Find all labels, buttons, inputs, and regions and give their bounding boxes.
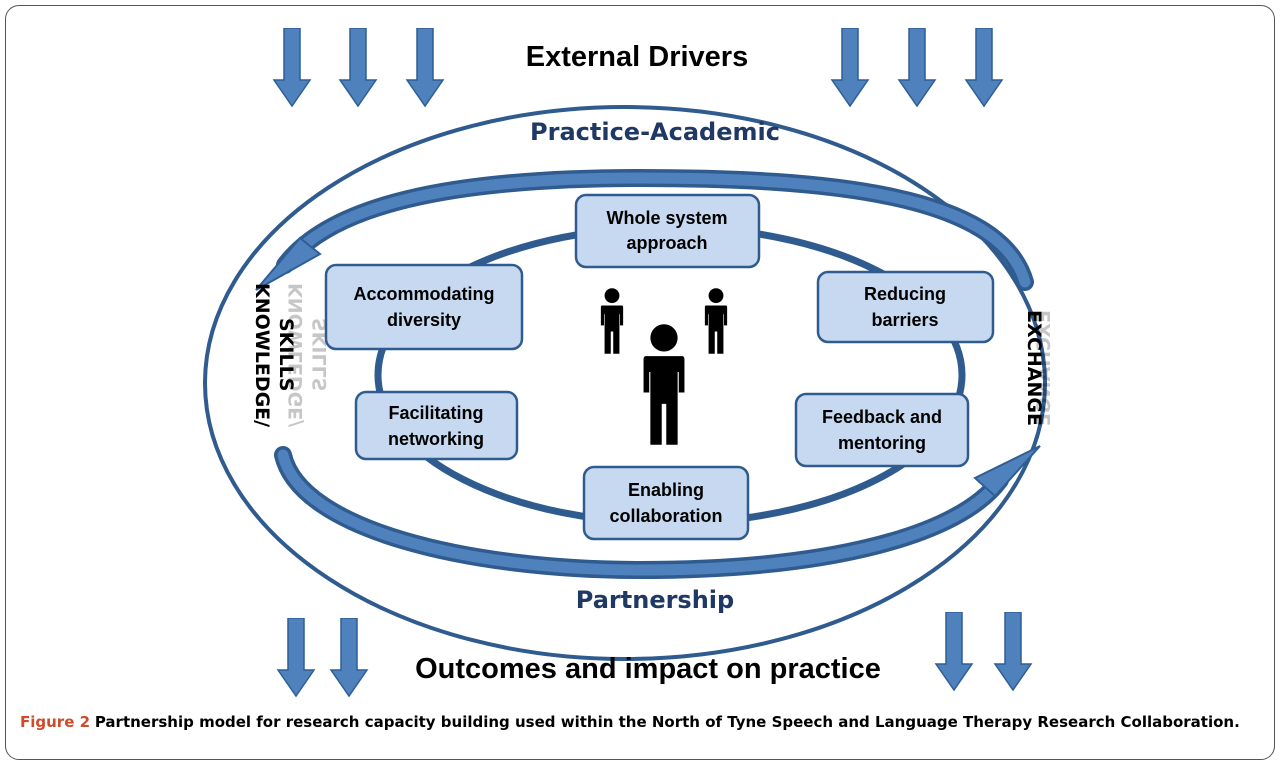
- box-feedback-mentoring: Feedback and mentoring: [794, 392, 970, 468]
- exchange-cycle: [255, 168, 1041, 580]
- svg-text:Facilitating: Facilitating: [388, 403, 483, 423]
- arrow-down-icon: [277, 618, 315, 697]
- svg-text:collaboration: collaboration: [609, 506, 722, 526]
- arrow-down-icon: [339, 28, 377, 107]
- svg-text:mentoring: mentoring: [838, 433, 926, 453]
- svg-text:Whole system: Whole system: [606, 208, 727, 228]
- external-drivers-title: External Drivers: [526, 41, 748, 73]
- outer-ring-top-label: Practice-Academic: [530, 118, 780, 146]
- arrow-down-icon: [406, 28, 444, 107]
- arrow-down-icon: [965, 28, 1003, 107]
- figure-caption: Figure 2 Partnership model for research …: [20, 712, 1260, 733]
- arrow-down-icon: [994, 612, 1032, 691]
- svg-text:SKILLS: SKILLS: [275, 318, 297, 391]
- person-icon: [704, 288, 728, 354]
- box-reducing-barriers: Reducing barriers: [816, 270, 995, 344]
- curved-arrow-icon: [255, 236, 322, 291]
- person-icon: [600, 288, 624, 354]
- box-enabling-collaboration: Enabling collaboration: [582, 465, 750, 541]
- figure-caption-text: Partnership model for research capacity …: [94, 713, 1240, 731]
- figure-frame: [5, 5, 1275, 760]
- knowledge-skills-label: KNOWLEDGE/ SKILLS KNOWLEDGE/ SKILLS: [251, 283, 331, 427]
- arrow-down-icon: [831, 28, 869, 107]
- svg-text:barriers: barriers: [871, 310, 938, 330]
- svg-text:EXCHANGE: EXCHANGE: [1033, 310, 1055, 426]
- arrow-down-icon: [330, 618, 368, 697]
- partnership-diagram: External Drivers Practice-Academic Partn…: [203, 28, 1055, 697]
- svg-text:Enabling: Enabling: [628, 480, 704, 500]
- person-icon: [643, 324, 685, 445]
- svg-text:approach: approach: [626, 233, 707, 253]
- box-whole-system: Whole system approach: [574, 193, 761, 269]
- people-group: [600, 288, 728, 445]
- outer-ring-bottom-label: Partnership: [576, 586, 734, 614]
- box-facilitating-networking: Facilitating networking: [354, 390, 519, 461]
- curved-arrow-icon: [973, 445, 1041, 498]
- figure-label: Figure 2: [20, 713, 91, 731]
- outer-ring: [203, 105, 1047, 661]
- box-accommodating-diversity: Accommodating diversity: [324, 263, 524, 351]
- svg-text:networking: networking: [388, 429, 484, 449]
- svg-text:KNOWLEDGE/: KNOWLEDGE/: [251, 283, 273, 427]
- svg-text:Feedback and: Feedback and: [822, 407, 942, 427]
- svg-text:EXCHANGE: EXCHANGE: [1023, 310, 1045, 426]
- svg-text:diversity: diversity: [387, 310, 461, 330]
- svg-text:Reducing: Reducing: [864, 284, 946, 304]
- arrow-down-icon: [898, 28, 936, 107]
- arrow-down-icon: [273, 28, 311, 107]
- svg-text:Accommodating: Accommodating: [353, 284, 494, 304]
- svg-text:KNOWLEDGE/: KNOWLEDGE/: [285, 283, 307, 427]
- outcomes-title: Outcomes and impact on practice: [415, 653, 881, 685]
- exchange-label: EXCHANGE EXCHANGE: [1023, 310, 1055, 426]
- arrow-down-icon: [935, 612, 973, 691]
